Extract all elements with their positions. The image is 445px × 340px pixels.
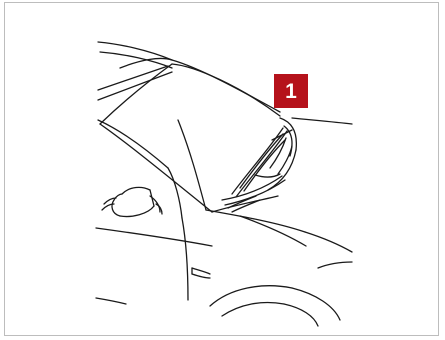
callout-label: 1 [285, 81, 297, 102]
hood-lines [206, 118, 352, 268]
a-pillar-lines [98, 66, 172, 100]
side-mirror [102, 187, 162, 216]
wheel-arch [210, 286, 340, 326]
callout-marker: 1 [274, 74, 308, 108]
wiper-arm-assembly [222, 118, 296, 212]
